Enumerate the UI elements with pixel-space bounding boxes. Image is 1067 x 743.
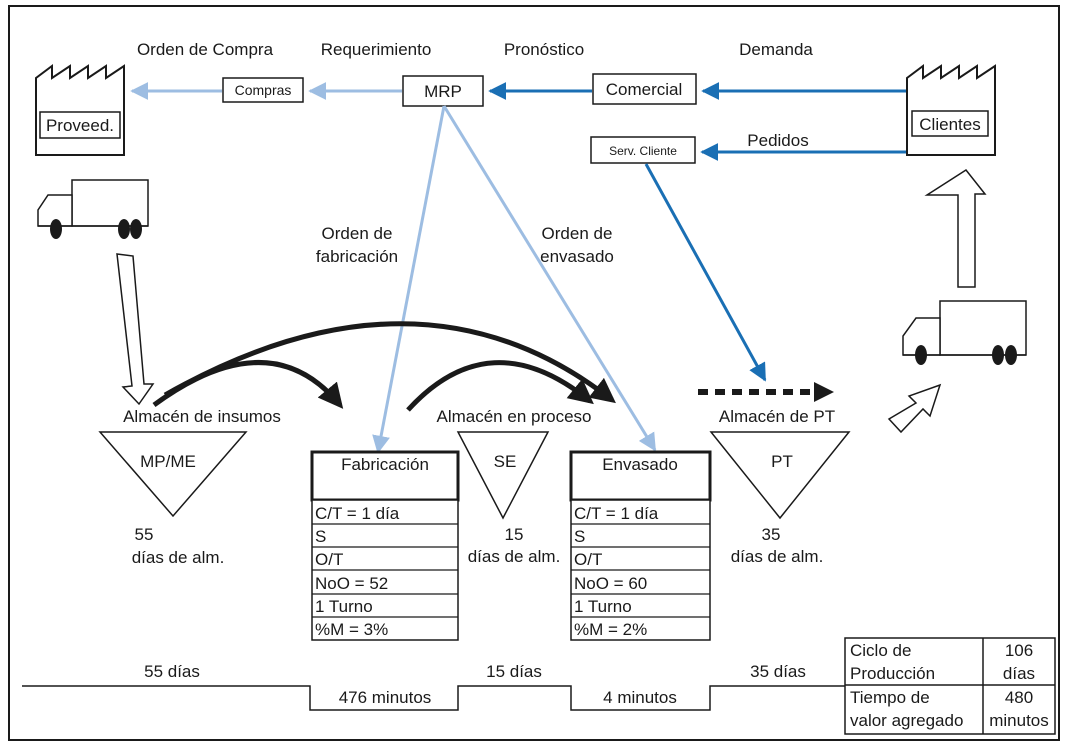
timeline-wait-1: 55 días — [144, 662, 200, 681]
outbound-shipment-arrow-diagonal — [887, 383, 942, 434]
process-fabricacion — [310, 450, 460, 641]
proveedor-factory-icon — [35, 64, 125, 156]
fabricacion-row-noo: NoO = 52 — [315, 574, 388, 593]
fabricacion-row-ct: C/T = 1 día — [315, 504, 400, 523]
timeline-wait-2: 15 días — [486, 662, 542, 681]
inventory-unit-pt: días de alm. — [731, 547, 824, 566]
summary-ciclo-label-1: Ciclo de — [850, 641, 911, 660]
orden-envasado-label-1: Orden de — [542, 224, 613, 243]
requerimiento-label: Requerimiento — [321, 40, 432, 59]
fabricacion-row-m: %M = 3% — [315, 620, 388, 639]
envasado-row-s: S — [574, 527, 585, 546]
inventory-triangle-se — [456, 431, 550, 520]
almacen-insumos-label: Almacén de insumos — [123, 407, 281, 426]
inventory-days-mp: 55 — [135, 525, 154, 544]
pronostico-label: Pronóstico — [504, 40, 584, 59]
orden-fabricacion-label-1: Orden de — [322, 224, 393, 243]
almacen-pt-label: Almacén de PT — [719, 407, 835, 426]
customer-truck-icon — [902, 300, 1027, 365]
summary-ciclo-value-2: días — [1003, 664, 1035, 683]
summary-tiempo-label-2: valor agregado — [850, 711, 963, 730]
inventory-unit-mp: días de alm. — [132, 548, 225, 567]
clientes-label: Clientes — [919, 115, 980, 134]
inventory-code-pt: PT — [771, 452, 793, 471]
summary-ciclo-value-1: 106 — [1005, 641, 1033, 660]
fabricacion-row-turno: 1 Turno — [315, 597, 373, 616]
outbound-shipment-arrow-up — [924, 169, 987, 288]
envasado-row-turno: 1 Turno — [574, 597, 632, 616]
compras-label: Compras — [235, 82, 292, 98]
process-fabricacion-title: Fabricación — [341, 455, 429, 474]
serv-cliente-to-pt-arrow — [644, 163, 767, 382]
fabricacion-row-s: S — [315, 527, 326, 546]
envasado-row-m: %M = 2% — [574, 620, 647, 639]
summary-tiempo-value-2: minutos — [989, 711, 1049, 730]
summary-table — [844, 637, 1056, 735]
demanda-label: Demanda — [739, 40, 813, 59]
orden-envasado-label-2: envasado — [540, 247, 614, 266]
orden-envasado-arrow — [442, 105, 657, 452]
orden-fabricacion-label-2: fabricación — [316, 247, 398, 266]
envasado-row-ct: C/T = 1 día — [574, 504, 659, 523]
inventory-code-se: SE — [494, 452, 517, 471]
clientes-factory-icon — [906, 64, 996, 156]
shipping-arrowhead — [814, 382, 834, 402]
almacen-proceso-label: Almacén en proceso — [437, 407, 592, 426]
timeline-proc-2: 4 minutos — [603, 688, 677, 707]
serv-cliente-box — [590, 136, 696, 164]
push-arrow-insumos-envasado — [163, 321, 616, 404]
comercial-label: Comercial — [606, 80, 683, 99]
proveedor-label: Proveed. — [46, 116, 114, 135]
orden-fabricacion-arrow — [372, 105, 446, 454]
serv-cliente-label: Serv. Cliente — [609, 144, 677, 158]
pedidos-label: Pedidos — [747, 131, 808, 150]
supplier-truck-icon — [37, 179, 149, 239]
mrp-box — [402, 75, 484, 107]
timeline-proc-1: 476 minutos — [339, 688, 432, 707]
inventory-days-pt: 35 — [762, 525, 781, 544]
inventory-code-mp: MP/ME — [140, 452, 196, 471]
diagram-frame — [8, 5, 1060, 741]
inventory-days-se: 15 — [505, 525, 524, 544]
comercial-box — [592, 73, 697, 105]
inbound-shipment-arrow — [116, 253, 155, 406]
inventory-unit-se: días de alm. — [468, 547, 561, 566]
mrp-label: MRP — [424, 82, 462, 101]
summary-ciclo-label-2: Producción — [850, 664, 935, 683]
inventory-triangle-mp — [98, 431, 248, 518]
compras-box — [222, 77, 304, 103]
timeline-ladder — [22, 685, 845, 711]
summary-tiempo-value-1: 480 — [1005, 688, 1033, 707]
push-arrow-proceso-envasado — [406, 360, 594, 412]
orden-compra-label: Orden de Compra — [137, 40, 274, 59]
process-envasado-title: Envasado — [602, 455, 678, 474]
summary-tiempo-label-1: Tiempo de — [850, 688, 930, 707]
timeline-wait-3: 35 días — [750, 662, 806, 681]
envasado-row-noo: NoO = 60 — [574, 574, 647, 593]
process-envasado — [569, 450, 712, 641]
fabricacion-row-ot: O/T — [315, 550, 343, 569]
envasado-row-ot: O/T — [574, 550, 602, 569]
inventory-triangle-pt — [709, 431, 851, 520]
